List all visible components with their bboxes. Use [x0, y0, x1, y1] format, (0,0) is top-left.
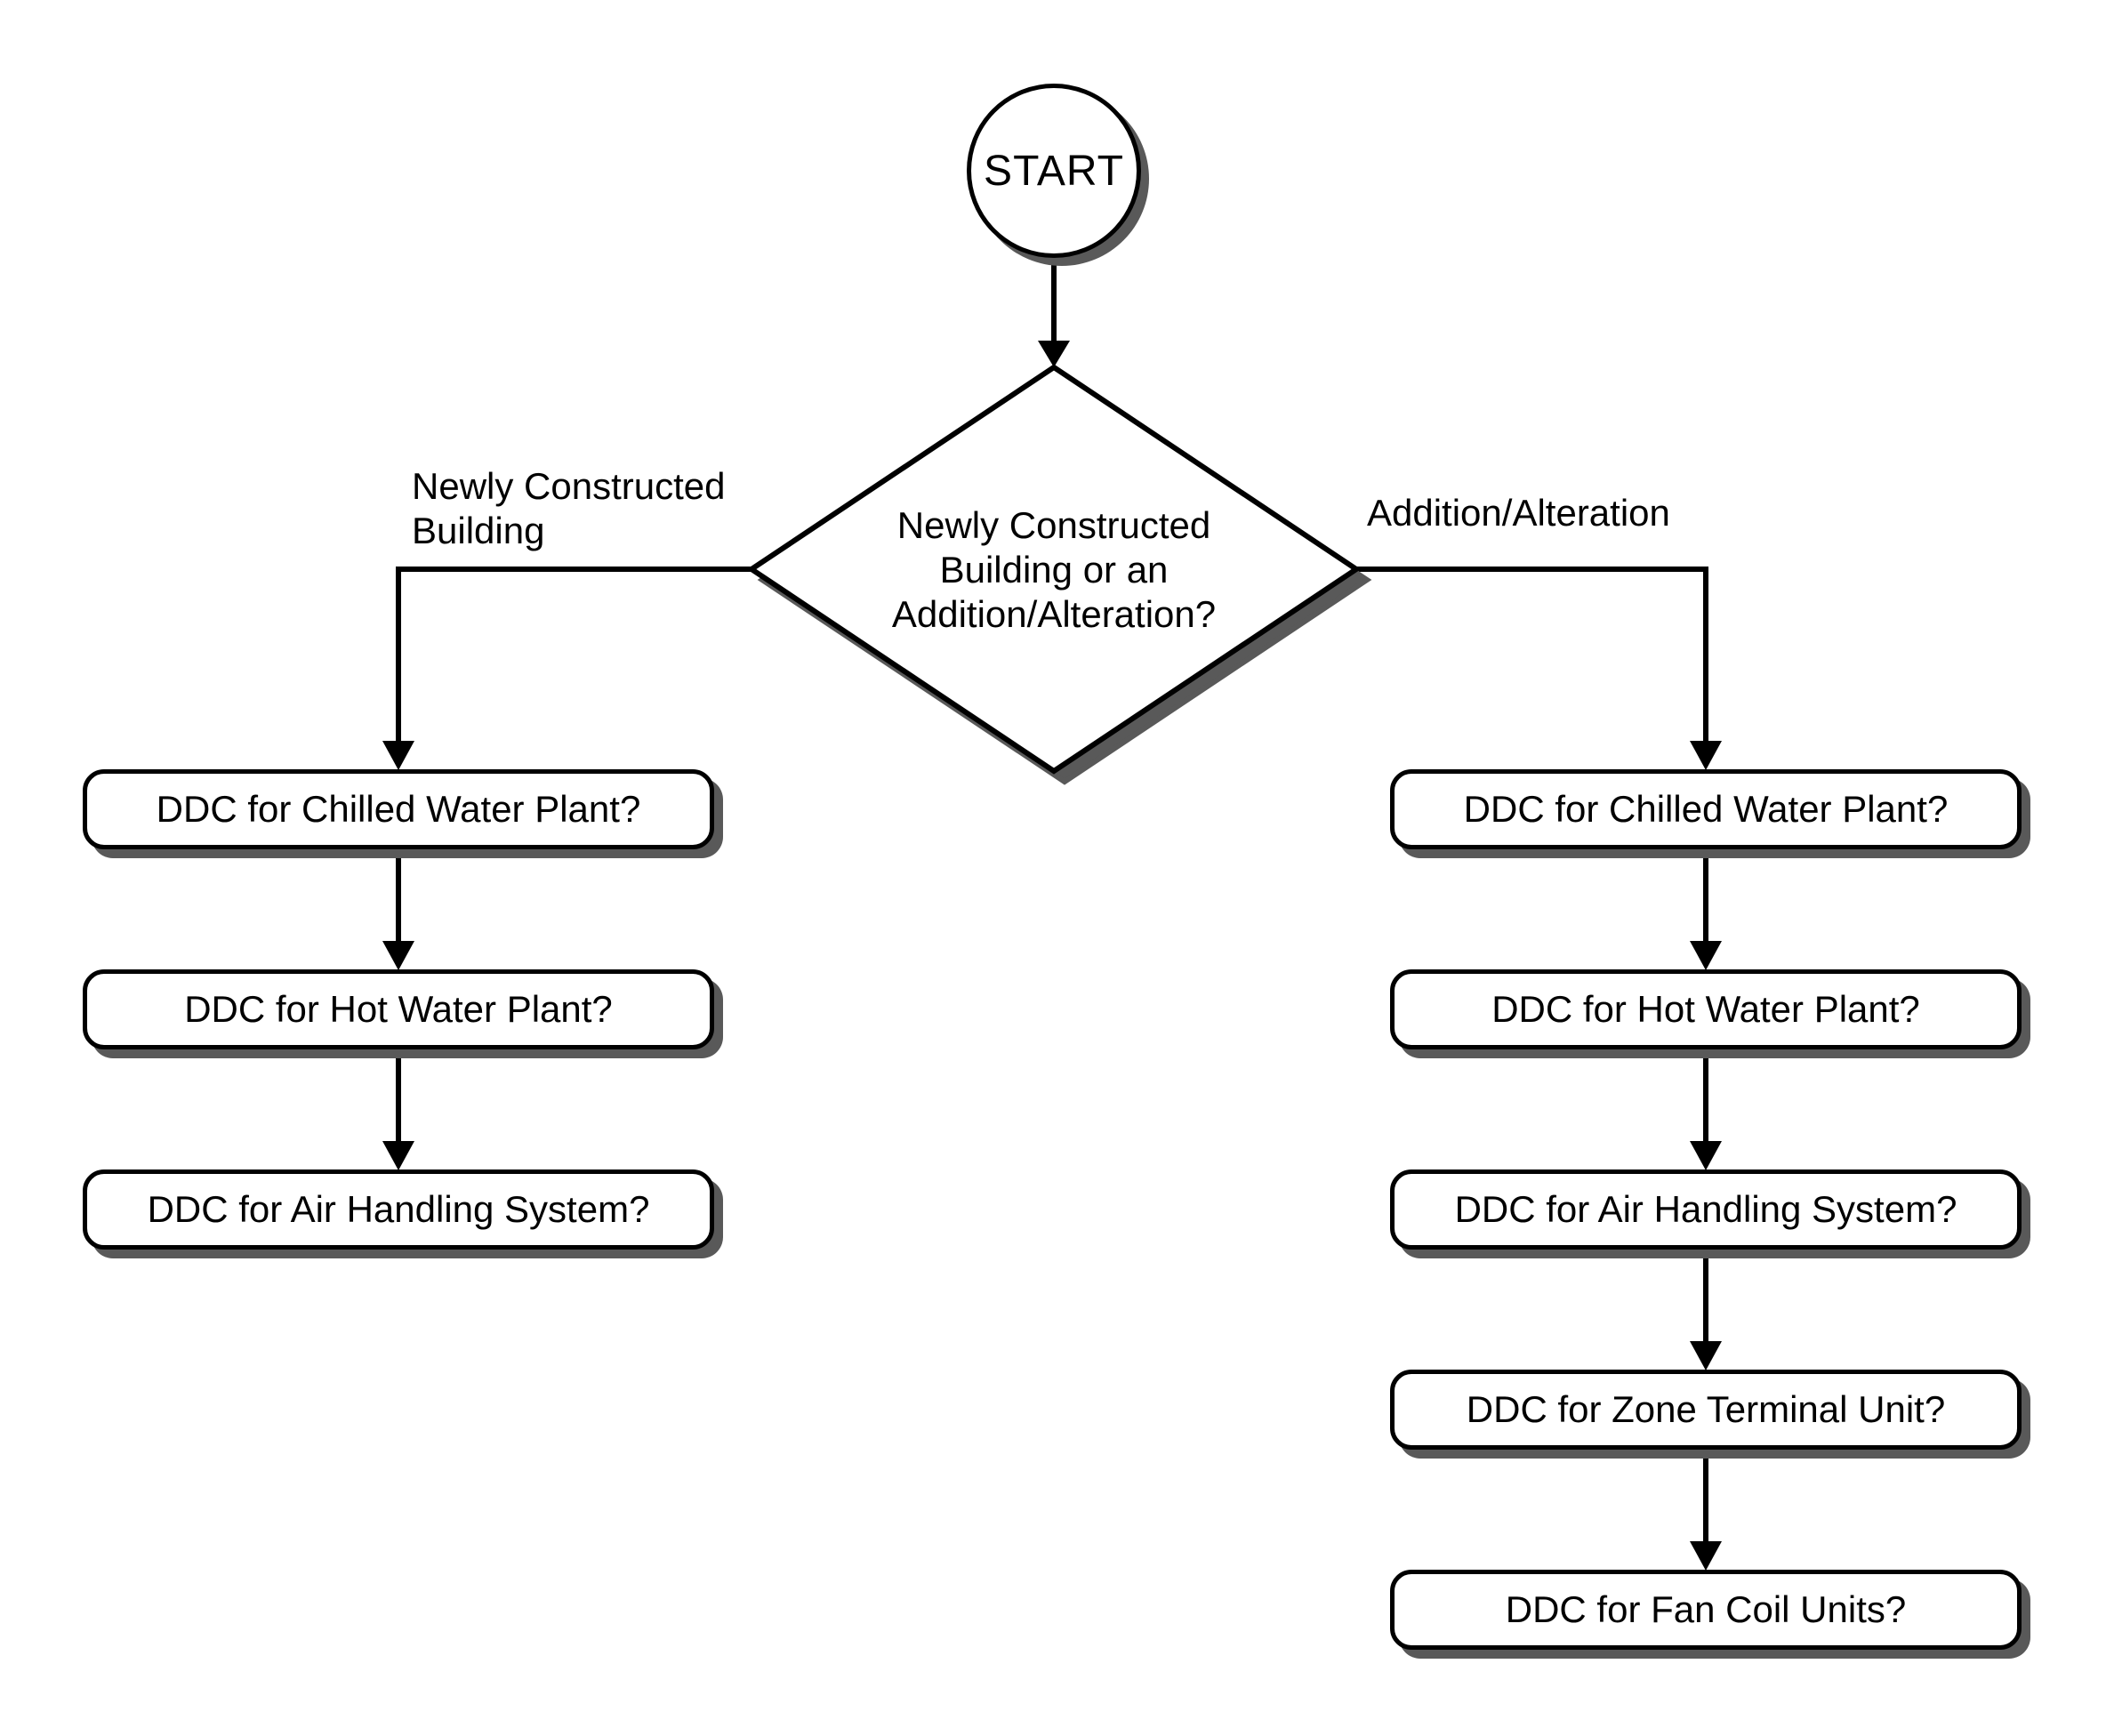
decision-diamond: [746, 364, 1362, 775]
arrow-right-branch: [1356, 567, 1708, 743]
start-label: START: [984, 147, 1124, 195]
arrow-left-branch: [396, 567, 752, 743]
process-box-label: DDC for Chilled Water Plant?: [1463, 788, 1949, 830]
process-box-left-hot-water: DDC for Hot Water Plant?: [83, 969, 714, 1049]
decision-label-line1: Newly Constructed: [896, 504, 1211, 546]
arrowhead-right-3-4: [1690, 1341, 1722, 1370]
decision-label-line2: Building or an: [939, 549, 1169, 591]
start-node: START: [967, 84, 1141, 258]
arrowhead-left-1-2: [382, 941, 414, 970]
process-box-right-hot-water: DDC for Hot Water Plant?: [1390, 969, 2022, 1049]
decision-label-line3: Addition/Alteration?: [891, 593, 1217, 635]
process-box-left-air-handling: DDC for Air Handling System?: [83, 1169, 714, 1250]
branch-label-newly-constructed: Newly Constructed Building: [412, 465, 726, 551]
arrowhead-right-4-5: [1690, 1541, 1722, 1571]
arrowhead-start-to-decision: [1038, 341, 1070, 367]
process-box-label: DDC for Hot Water Plant?: [184, 988, 613, 1030]
process-box-right-zone-terminal: DDC for Zone Terminal Unit?: [1390, 1370, 2022, 1450]
process-box-right-fan-coil: DDC for Fan Coil Units?: [1390, 1570, 2022, 1650]
process-box-label: DDC for Zone Terminal Unit?: [1466, 1388, 1946, 1430]
arrowhead-right-branch: [1690, 741, 1722, 770]
process-box-label: DDC for Air Handling System?: [1454, 1188, 1957, 1230]
branch-label-addition-alteration: Addition/Alteration: [1367, 492, 1670, 534]
arrowhead-left-2-3: [382, 1141, 414, 1170]
process-box-left-chilled-water: DDC for Chilled Water Plant?: [83, 769, 714, 849]
process-box-label: DDC for Fan Coil Units?: [1505, 1588, 1907, 1630]
process-box-label: DDC for Chilled Water Plant?: [156, 788, 641, 830]
process-box-right-air-handling: DDC for Air Handling System?: [1390, 1169, 2022, 1250]
process-box-label: DDC for Hot Water Plant?: [1491, 988, 1920, 1030]
process-box-right-chilled-water: DDC for Chilled Water Plant?: [1390, 769, 2022, 849]
arrowhead-right-2-3: [1690, 1141, 1722, 1170]
decision-label: Newly Constructed Building or an Additio…: [787, 503, 1321, 637]
arrowhead-right-1-2: [1690, 941, 1722, 970]
process-box-label: DDC for Air Handling System?: [147, 1188, 650, 1230]
arrowhead-left-branch: [382, 741, 414, 770]
